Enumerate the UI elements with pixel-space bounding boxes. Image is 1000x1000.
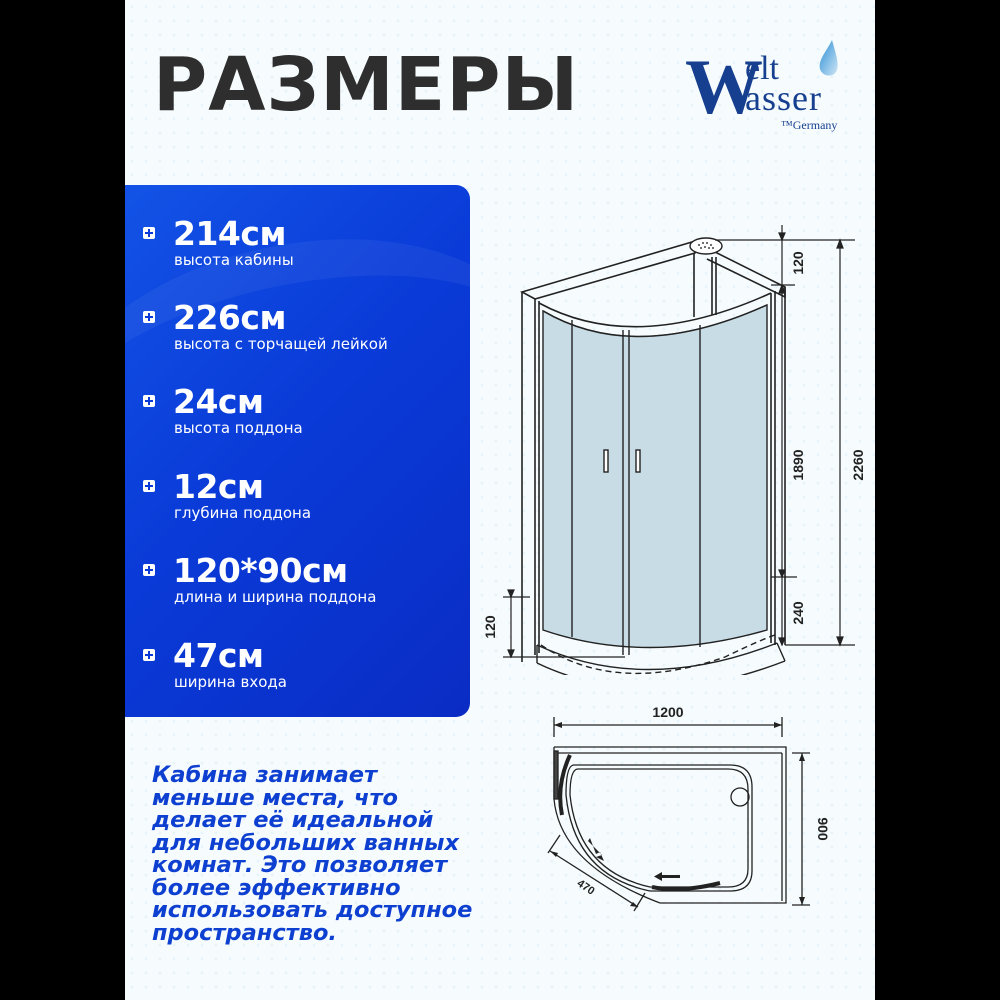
plus-square-icon	[143, 564, 155, 576]
spec-label: высота с торчащей лейкой	[174, 335, 388, 353]
spec-label: длина и ширина поддона	[174, 588, 377, 606]
dim-width: 900	[815, 817, 831, 841]
spec-value: 226см	[173, 298, 286, 337]
logo-line1: elt	[745, 50, 779, 87]
logo-initial: W	[685, 43, 763, 130]
water-drop-icon	[819, 40, 838, 76]
product-card: РАЗМЕРЫ W elt asser ™Germany 214см высот…	[125, 0, 875, 1000]
dim-glass-height: 1890	[790, 449, 806, 480]
plus-square-icon	[143, 227, 155, 239]
brand-logo: W elt asser ™Germany	[685, 40, 865, 136]
dim-total-height: 2260	[850, 449, 866, 480]
spec-value: 214см	[173, 214, 286, 253]
logo-tagline: ™Germany	[781, 118, 838, 132]
plus-square-icon	[143, 311, 155, 323]
page-title: РАЗМЕРЫ	[153, 42, 580, 128]
plus-square-icon	[143, 649, 155, 661]
spec-label: высота поддона	[174, 419, 303, 437]
shower-head-icon	[689, 237, 723, 255]
arrow-icon	[588, 838, 604, 861]
plan-view-drawing: 1200 900 470	[547, 704, 831, 912]
description-line: более эффективно	[152, 874, 401, 901]
specs-panel: 214см высота кабины 226см высота с торча…	[125, 185, 470, 717]
spec-value: 24см	[173, 382, 264, 421]
spec-value: 120*90см	[173, 551, 348, 590]
description-line: меньше места, что	[152, 784, 398, 811]
description-line: Кабина занимает	[152, 762, 378, 788]
description-line: пространство.	[152, 919, 337, 946]
spec-label: высота кабины	[174, 251, 294, 269]
arrow-icon	[654, 872, 680, 881]
spec-label: ширина входа	[174, 673, 287, 691]
dim-tray-height: 240	[790, 601, 806, 625]
spec-label: глубина поддона	[174, 504, 312, 522]
description-line: для небольших ванных	[152, 829, 459, 856]
description-line: делает её идеальной	[152, 807, 434, 833]
description-line: использовать доступное	[152, 897, 473, 923]
description-line: комнат. Это позволяет	[152, 852, 448, 878]
dim-top-offset: 120	[790, 251, 806, 275]
spec-value: 12см	[173, 467, 264, 506]
logo-line2: asser	[745, 78, 822, 118]
spec-value: 47см	[173, 636, 264, 675]
plus-square-icon	[143, 480, 155, 492]
dim-length: 1200	[652, 704, 683, 720]
dim-tray-depth: 120	[482, 615, 498, 639]
dim-entrance: 470	[575, 877, 597, 897]
plus-square-icon	[143, 395, 155, 407]
front-elevation-drawing: 120 1890 2260 240 120	[482, 225, 866, 675]
description-text: Кабина занимает меньше места, что делает…	[152, 764, 552, 944]
